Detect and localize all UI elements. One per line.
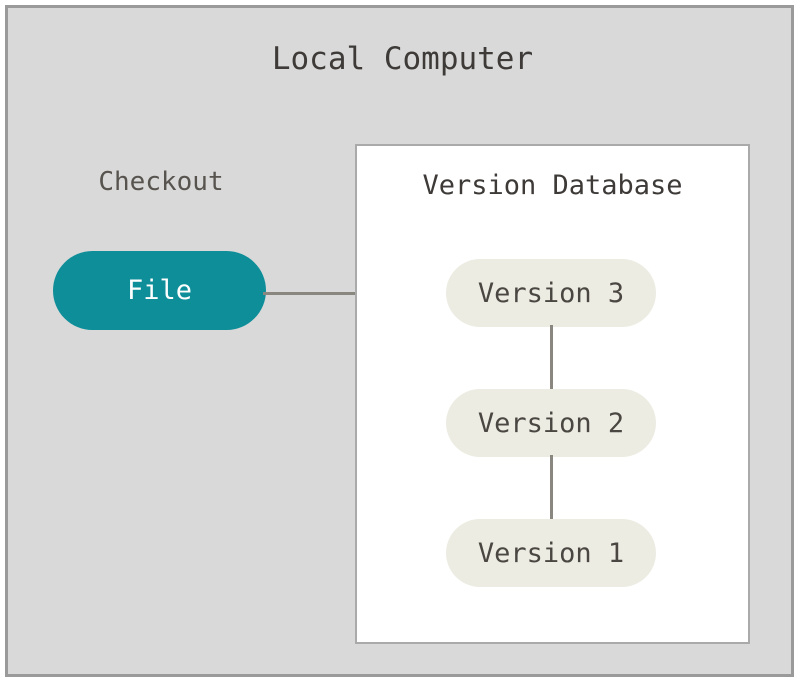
checkout-label: Checkout (98, 167, 224, 197)
node-version-3-label: Version 3 (477, 277, 625, 309)
node-version-1[interactable]: Version 1 (446, 519, 656, 587)
local-computer-container: Local Computer Checkout File Version Dat… (5, 5, 794, 677)
connector-version-2-to-version-1 (550, 455, 553, 521)
node-file-label: File (126, 275, 193, 306)
node-version-2-label: Version 2 (477, 407, 625, 439)
node-file[interactable]: File (53, 251, 266, 330)
local-computer-title: Local Computer (271, 41, 534, 77)
version-database-title: Version Database (422, 170, 683, 201)
node-version-1-label: Version 1 (477, 537, 625, 569)
connector-version-3-to-version-2 (550, 325, 553, 391)
node-version-3[interactable]: Version 3 (446, 259, 656, 327)
node-version-2[interactable]: Version 2 (446, 389, 656, 457)
